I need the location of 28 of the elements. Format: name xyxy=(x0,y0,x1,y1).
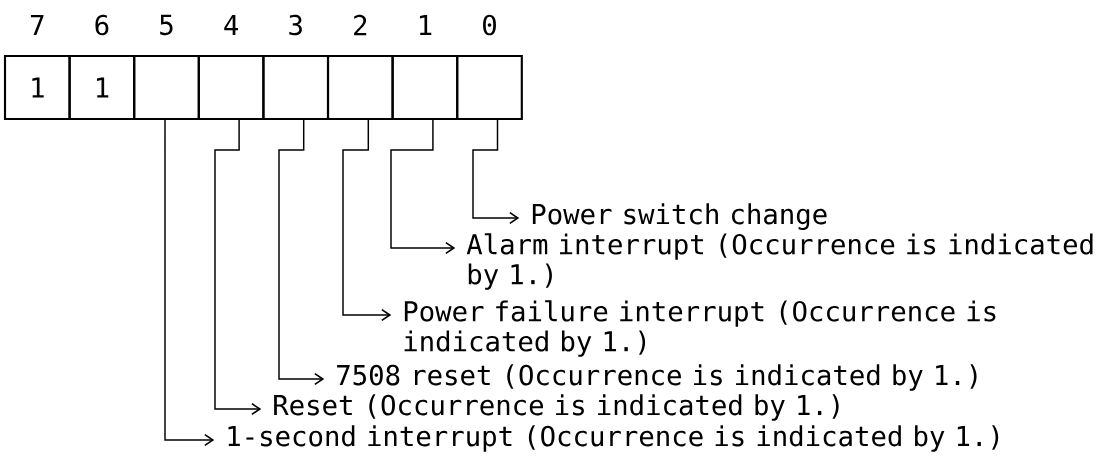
connector-arrow xyxy=(164,119,215,447)
bit-cell xyxy=(262,54,330,121)
description-text: 7508 reset (Occurrence is indicated by 1.) xyxy=(337,364,977,391)
bit-number: 3 xyxy=(289,14,302,36)
description-text: Reset (Occurrence is indicated by 1.) xyxy=(274,394,839,421)
connector-arrow xyxy=(472,119,520,225)
description-text: Alarm interrupt (Occurrence is indicated by 1.) xyxy=(466,233,1093,290)
bit-number: 7 xyxy=(30,15,44,35)
bit-number: 1 xyxy=(419,15,432,35)
bit-cell: 1 xyxy=(68,54,136,121)
bit-cell xyxy=(456,54,523,121)
bit-cell xyxy=(326,54,394,121)
description-text: 1-second interrupt (Occurrence is indicated by 1.) xyxy=(228,425,999,452)
bit-cell xyxy=(197,54,265,121)
description-text: Power switch change xyxy=(532,203,827,230)
bit-number: 4 xyxy=(224,15,238,35)
connector-arrow xyxy=(390,119,456,255)
bit-number: 2 xyxy=(354,14,367,36)
bit-cell xyxy=(391,54,459,121)
bit-number: 6 xyxy=(95,14,109,36)
bit-cell xyxy=(133,54,200,121)
connector-arrow xyxy=(342,119,392,322)
description-text: Power failure interrupt (Occurrence is indicated by 1.) xyxy=(404,300,996,357)
bit-number: 0 xyxy=(483,14,496,36)
bit-cell: 1 xyxy=(3,54,71,121)
connector-arrow xyxy=(214,119,262,416)
connector-arrow xyxy=(278,119,325,386)
bit-number: 5 xyxy=(160,14,173,36)
